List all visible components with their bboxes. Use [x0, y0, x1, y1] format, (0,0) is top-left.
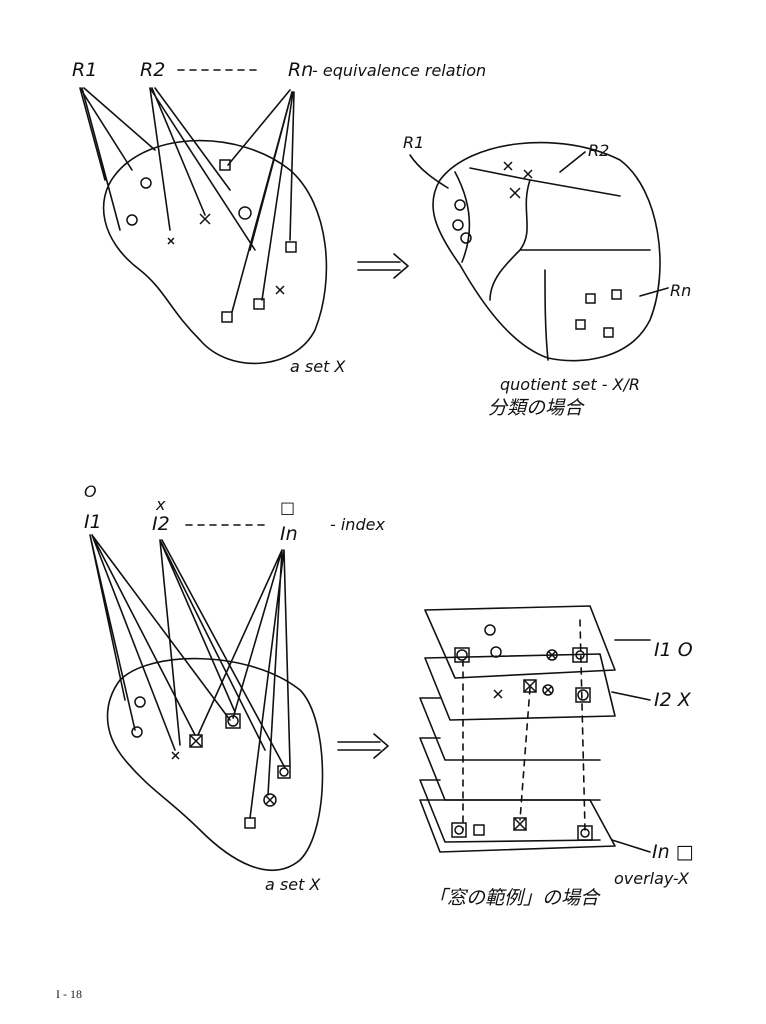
index-diagram: O x □ I1 I2 In - index a set X: [84, 482, 389, 894]
classes: [452, 161, 622, 338]
overlay-label: overlay-X: [614, 869, 690, 888]
set-x-label: a set X: [290, 357, 346, 376]
label-r1-q: R1: [403, 133, 424, 152]
arrow-icon: [357, 253, 409, 279]
label-r2-q: R2: [588, 141, 609, 160]
relation-label: - equivalence relation: [312, 61, 486, 80]
index-elements: [131, 696, 291, 829]
layer-label-in: In □: [652, 841, 694, 863]
elements: [126, 159, 297, 323]
set-x-outline: [102, 139, 328, 365]
page-number: I - 18: [56, 987, 82, 1001]
overlay-caption-ja: 「窓の範例」の場合: [428, 887, 601, 909]
label-rn: Rn: [288, 59, 313, 81]
label-r2: R2: [140, 59, 165, 81]
label-i2: I2: [152, 513, 170, 535]
equivalence-diagram: R1 R2 Rn - equivalence relation a set X: [72, 59, 486, 376]
label-i1: I1: [84, 511, 102, 533]
symbol-x: x: [155, 495, 166, 514]
quotient-caption-ja: 分類の場合: [488, 397, 585, 419]
quotient-diagram: R1 R2 Rn quotient set - X/R 分類の場合: [403, 133, 691, 419]
symbol-square: □: [280, 498, 295, 517]
label-rn-q: Rn: [670, 281, 691, 300]
quotient-outline: [432, 141, 661, 362]
arrow-icon: [337, 733, 389, 759]
symbol-circle: O: [84, 482, 97, 501]
label-r1: R1: [72, 59, 97, 81]
overlay-diagram: I1 O I2 X In □ overlay-X 「窓の範例」の場合: [419, 605, 694, 909]
quotient-caption: quotient set - X/R: [500, 375, 640, 394]
index-label: - index: [330, 515, 385, 534]
set-x-outline-2: [106, 657, 324, 871]
layer-label-i1: I1 O: [654, 639, 693, 661]
layer-label-i2: I2 X: [654, 689, 692, 711]
set-x-label-2: a set X: [265, 875, 321, 894]
layer-elements: [451, 624, 593, 841]
relation-lines: [79, 87, 295, 313]
label-in: In: [280, 523, 298, 545]
